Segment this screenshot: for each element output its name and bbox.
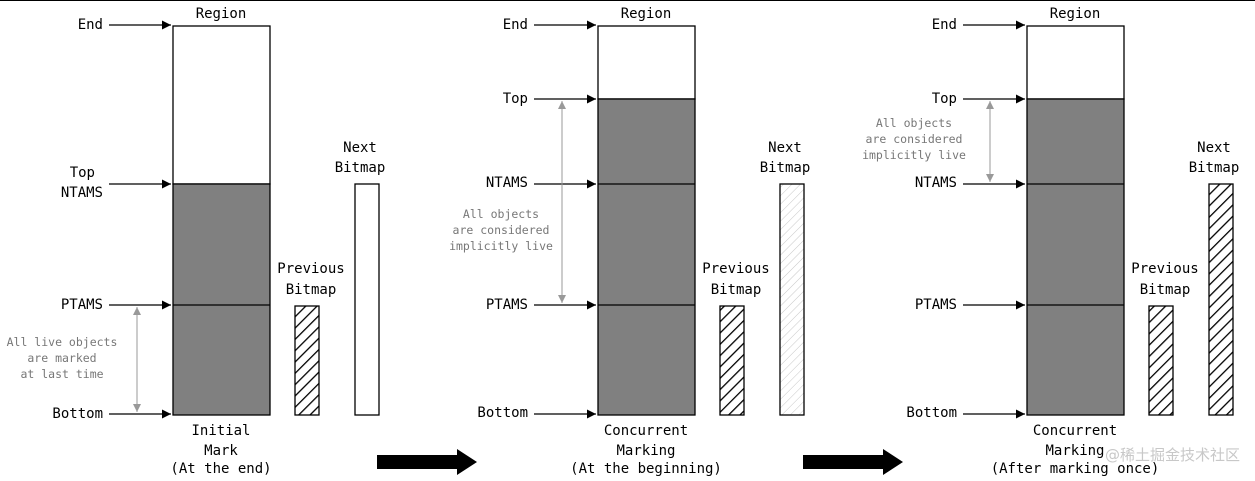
previous-bitmap xyxy=(719,305,745,416)
previous-bitmap-label: Previous xyxy=(277,261,344,277)
note-line-3: implicitly live xyxy=(449,239,553,253)
end-label: End xyxy=(503,17,528,33)
end-label: End xyxy=(78,17,103,33)
ntams-label: NTAMS xyxy=(915,175,957,191)
next-bitmap-label-2: Bitmap xyxy=(335,160,386,176)
next-bitmap-label: Next xyxy=(1197,140,1231,156)
caption-line-1: Concurrent xyxy=(1033,423,1117,439)
watermark: @稀土掘金技术社区 xyxy=(1105,446,1240,464)
note-line-1: All live objects xyxy=(7,335,118,349)
caption-line-2: Marking xyxy=(616,443,675,459)
next-bitmap-label: Next xyxy=(768,140,802,156)
panel-concurrent-marking-once: Region End Top NTAMS PTAMS Bottom All ob… xyxy=(862,6,1239,477)
panel-concurrent-marking-begin: Region End Top NTAMS PTAMS Bottom All ob… xyxy=(449,6,810,477)
bottom-label: Bottom xyxy=(906,405,957,421)
note-line-1: All objects xyxy=(463,207,539,221)
next-bitmap-label-2: Bitmap xyxy=(760,160,811,176)
region-used-area xyxy=(1026,98,1125,416)
bottom-label: Bottom xyxy=(52,406,103,422)
caption-line-3: (At the end) xyxy=(170,461,271,477)
next-bitmap xyxy=(1208,183,1234,416)
next-bitmap-label-2: Bitmap xyxy=(1189,160,1240,176)
previous-bitmap-label: Previous xyxy=(1131,261,1198,277)
region-title: Region xyxy=(1050,6,1101,22)
ntams-label: NTAMS xyxy=(486,175,528,191)
caption-line-2: Marking xyxy=(1045,443,1104,459)
note-line-2: are considered xyxy=(866,132,963,146)
caption-line-3: (After marking once) xyxy=(991,461,1160,477)
ptams-label: PTAMS xyxy=(486,297,528,313)
caption-line-2: Mark xyxy=(204,443,238,459)
end-label: End xyxy=(932,17,957,33)
ptams-label: PTAMS xyxy=(915,297,957,313)
top-label: Top xyxy=(932,91,957,107)
region-free-area xyxy=(1026,25,1125,100)
next-bitmap-label: Next xyxy=(343,140,377,156)
caption-line-1: Concurrent xyxy=(604,423,688,439)
ntams-label: NTAMS xyxy=(61,185,103,201)
region-title: Region xyxy=(196,6,247,22)
previous-bitmap-label-2: Bitmap xyxy=(1140,282,1191,298)
previous-bitmap xyxy=(294,305,320,416)
region-title: Region xyxy=(621,6,672,22)
region-used-area xyxy=(597,98,696,416)
transition-arrow-1 xyxy=(377,449,477,475)
previous-bitmap-label-2: Bitmap xyxy=(286,282,337,298)
region-free-area xyxy=(597,25,696,100)
note-line-3: at last time xyxy=(20,367,103,381)
top-label: Top xyxy=(503,91,528,107)
caption-line-3: (At the beginning) xyxy=(570,461,722,477)
top-label: Top xyxy=(70,165,95,181)
next-bitmap xyxy=(354,183,380,416)
transition-arrow-2 xyxy=(803,449,903,475)
previous-bitmap xyxy=(1148,305,1174,416)
note-line-2: are considered xyxy=(453,223,550,237)
previous-bitmap-label-2: Bitmap xyxy=(711,282,762,298)
note-line-2: are marked xyxy=(27,351,96,365)
note-line-3: implicitly live xyxy=(862,148,966,162)
region-free-area xyxy=(172,25,271,185)
panel-initial-mark: Region End Top NTAMS PTAMS Bottom All li… xyxy=(7,6,386,477)
ptams-label: PTAMS xyxy=(61,297,103,313)
region-used-area xyxy=(172,183,271,416)
note-line-1: All objects xyxy=(876,116,952,130)
bottom-label: Bottom xyxy=(477,405,528,421)
caption-line-1: Initial xyxy=(191,423,250,439)
next-bitmap xyxy=(779,183,805,416)
previous-bitmap-label: Previous xyxy=(702,261,769,277)
